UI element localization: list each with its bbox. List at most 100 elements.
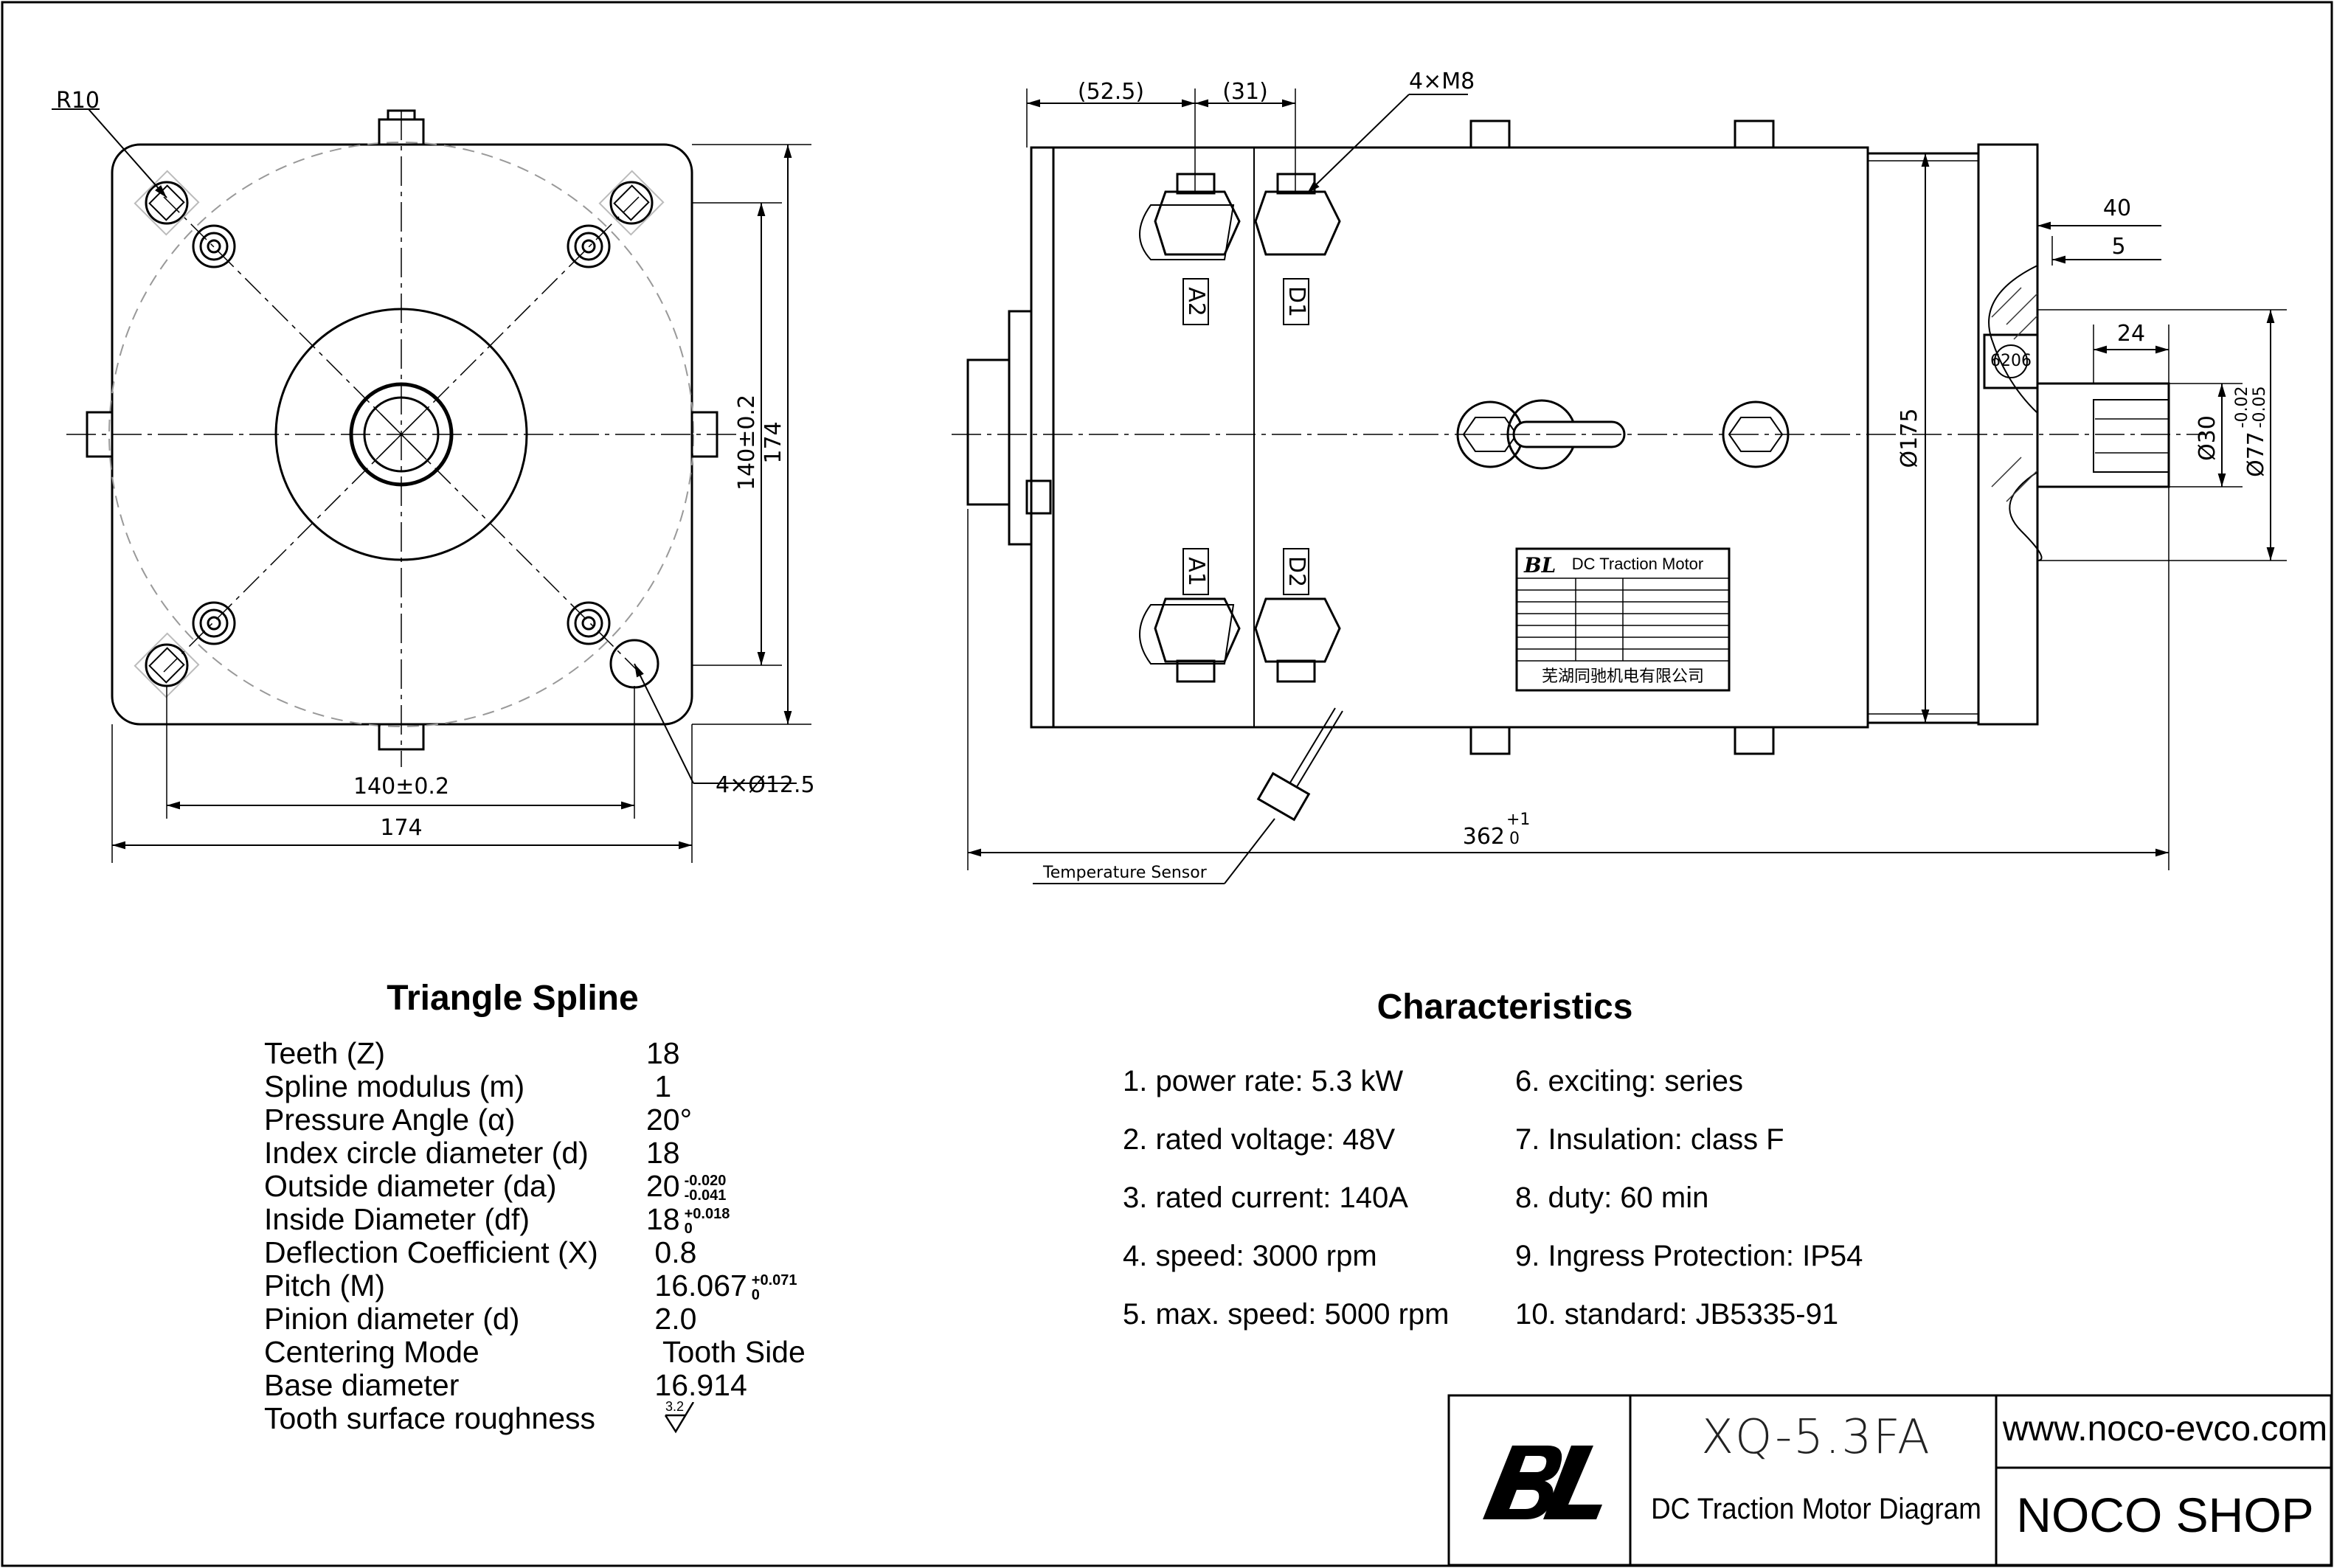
tol-upper: +0.018 xyxy=(684,1206,730,1223)
width-h-label: 174 xyxy=(380,815,422,841)
terminal-a2-label: A2 xyxy=(1183,287,1209,316)
inner-bolt xyxy=(567,224,611,268)
spline-key: Pressure Angle (α) xyxy=(264,1103,516,1137)
dim-5: 5 xyxy=(2111,234,2125,260)
spline-key: Teeth (Z) xyxy=(264,1036,386,1070)
spline-key: Base diameter xyxy=(264,1368,460,1402)
spline-row: Tooth surface roughness 3.2 xyxy=(264,1399,854,1435)
length-tol-up: +1 xyxy=(1506,811,1530,829)
shop-name: NOCO SHOP xyxy=(2016,1488,2314,1542)
characteristic-item: 2. rated voltage: 48V xyxy=(1123,1123,1396,1156)
bolt-circle-h-label: 140±0.2 xyxy=(353,774,449,799)
nameplate xyxy=(1515,547,1731,692)
inner-bolt xyxy=(567,601,611,645)
bearing xyxy=(1983,333,2039,389)
spline-row: Deflection Coefficient (X) 0.8 xyxy=(264,1236,854,1269)
bolts-m8-label: 4×M8 xyxy=(1409,69,1475,94)
title-logo xyxy=(1483,1446,1602,1519)
spline-key: Inside Diameter (df) xyxy=(264,1202,530,1236)
tol-upper: -0.020 xyxy=(684,1173,727,1190)
front-hub-outer xyxy=(274,308,528,561)
terminal-d2 xyxy=(1254,597,1341,683)
dia-77-label: Ø77 xyxy=(2243,431,2269,477)
motor-housing xyxy=(1052,146,1869,729)
nameplate-title: DC Traction Motor xyxy=(1572,555,1704,573)
spline-title: Triangle Spline xyxy=(387,979,639,1018)
terminal-a1-label: A1 xyxy=(1183,557,1209,586)
spline-value: 0.8 xyxy=(646,1235,697,1269)
characteristics-column-1: 1. power rate: 5.3 kW 2. rated voltage: … xyxy=(1123,1064,1449,1355)
spline-value: 18 xyxy=(646,1036,680,1070)
left-bolt-head xyxy=(86,411,114,458)
spline-key: Index circle diameter (d) xyxy=(264,1136,589,1170)
tol-lower: -0.041 xyxy=(684,1187,727,1204)
spline-value-main: 16.067 xyxy=(646,1269,747,1302)
length-label: 362 xyxy=(1463,824,1505,850)
spline-value: 20° xyxy=(646,1103,693,1137)
front-flange-side xyxy=(1866,152,1980,724)
spline-key: Outside diameter (da) xyxy=(264,1169,557,1203)
spline-value: 3.2 xyxy=(646,1399,708,1435)
dim-31: (31) xyxy=(1222,79,1268,105)
spline-value: 20-0.020-0.041 xyxy=(646,1169,727,1204)
spline-row: Pinion diameter (d) 2.0 xyxy=(264,1302,854,1336)
characteristic-item: 6. exciting: series xyxy=(1515,1065,1744,1097)
tol-lower: 0 xyxy=(751,1287,760,1304)
spline-value: Tooth Side xyxy=(646,1335,806,1369)
dim-24: 24 xyxy=(2117,321,2145,347)
inner-bolt xyxy=(192,224,236,268)
dia-77-tol-low: -0.05 xyxy=(2251,386,2269,429)
bolt-circle-v-label: 140±0.2 xyxy=(734,395,760,490)
characteristic-item: 7. Insulation: class F xyxy=(1515,1123,1784,1156)
terminal-a2 xyxy=(1139,173,1241,260)
holes-label: 4×Ø12.5 xyxy=(716,772,815,798)
inner-bolt xyxy=(192,601,236,645)
length-tol-low: 0 xyxy=(1509,830,1520,848)
nameplate-logo: BL xyxy=(1523,553,1556,577)
spline-key: Deflection Coefficient (X) xyxy=(264,1235,598,1269)
spline-value-main: 18 xyxy=(646,1202,680,1236)
width-v-label: 174 xyxy=(761,421,786,463)
r10-label: R10 xyxy=(56,88,100,114)
corner-bolt xyxy=(598,170,665,236)
spline-key: Spline modulus (m) xyxy=(264,1069,525,1103)
spline-row: Outside diameter (da) 20-0.020-0.041 xyxy=(264,1169,854,1204)
spline-row: Pressure Angle (α) 20° xyxy=(264,1103,854,1137)
characteristics-title: Characteristics xyxy=(1376,988,1633,1027)
bearing-label: 6206 xyxy=(1990,352,2032,370)
side-view xyxy=(952,89,2287,884)
website-url: www.noco-evco.com xyxy=(2002,1409,2328,1449)
spline-value-main: 20 xyxy=(646,1169,680,1203)
characteristic-item: 1. power rate: 5.3 kW xyxy=(1123,1065,1404,1097)
shaft xyxy=(2036,382,2170,488)
spline-key: Tooth surface roughness xyxy=(264,1401,595,1435)
spline-row: Index circle diameter (d)18 xyxy=(264,1137,854,1170)
terminal-a1 xyxy=(1139,597,1241,683)
spline-value: 2.0 xyxy=(646,1302,697,1336)
spline-row: Centering Mode Tooth Side xyxy=(264,1336,854,1369)
characteristic-item: 5. max. speed: 5000 rpm xyxy=(1123,1298,1450,1331)
characteristic-item: 9. Ingress Protection: IP54 xyxy=(1515,1240,1863,1272)
temp-sensor-label: Temperature Sensor xyxy=(1042,864,1208,882)
drawing-name: DC Traction Motor Diagram xyxy=(1651,1493,1981,1525)
model-number: XQ-5.3FA xyxy=(1701,1410,1931,1465)
characteristic-item: 3. rated current: 140A xyxy=(1123,1182,1408,1214)
dim-40: 40 xyxy=(2103,195,2131,221)
spline-value: 16.914 xyxy=(646,1368,747,1402)
spline-value: 1 xyxy=(646,1069,672,1103)
spline-row: Teeth (Z) 18 xyxy=(264,1037,854,1070)
bolt-circle xyxy=(108,142,694,727)
spline-row: Base diameter 16.914 xyxy=(264,1369,854,1402)
characteristic-item: 10. standard: JB5335-91 xyxy=(1515,1298,1839,1331)
dim-52-5: (52.5) xyxy=(1078,79,1144,105)
nameplate-maker: 芜湖同驰机电有限公司 xyxy=(1542,667,1704,686)
spline-key: Pitch (M) xyxy=(264,1269,385,1302)
dia-30-label: Ø30 xyxy=(2195,415,2220,461)
tol-lower: 0 xyxy=(684,1221,693,1238)
